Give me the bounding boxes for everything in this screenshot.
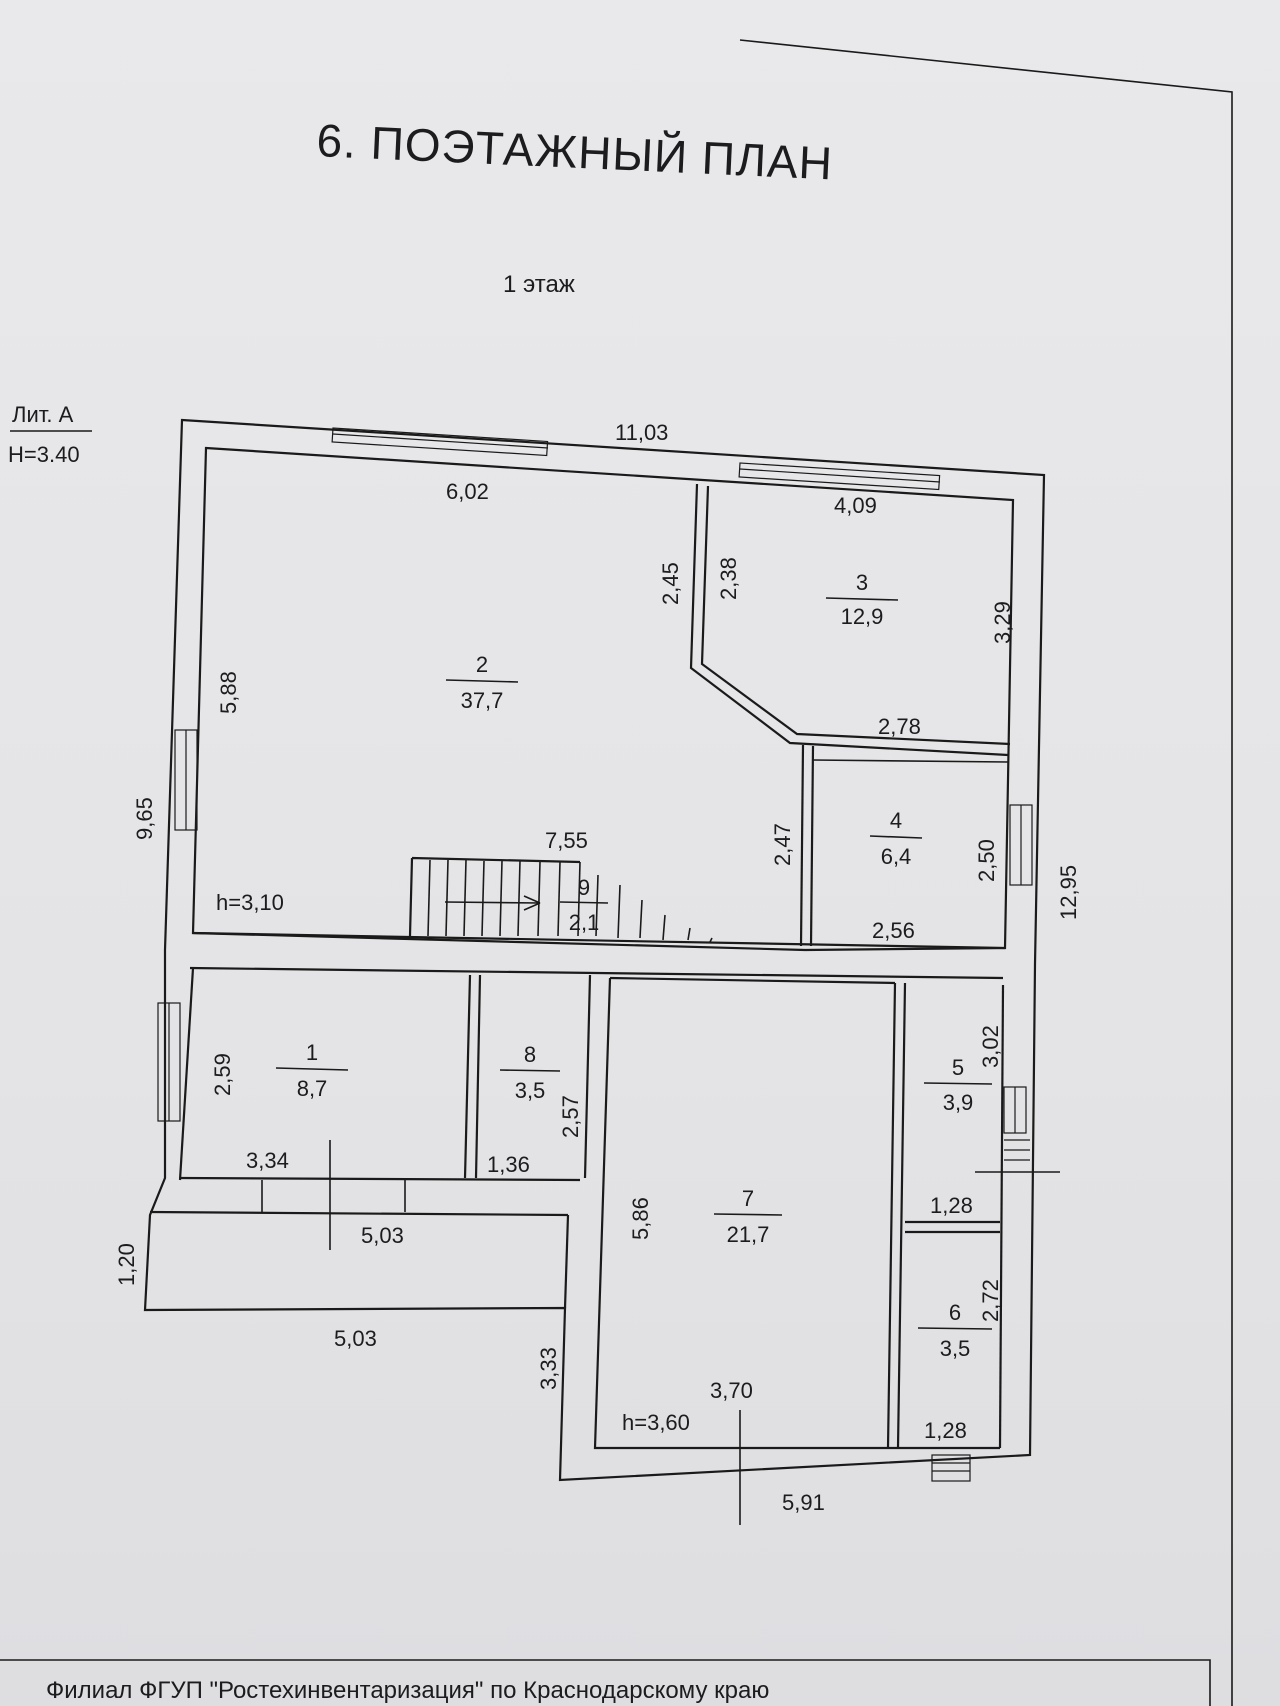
svg-text:37,7: 37,7 [461,688,504,713]
svg-text:4: 4 [890,808,902,833]
dim-room7-bottom: 3,70 [710,1378,753,1403]
svg-text:21,7: 21,7 [727,1222,770,1247]
room-label-8: 8 3,5 [499,1042,561,1103]
svg-text:8,7: 8,7 [297,1076,328,1101]
staircase [408,856,713,943]
room7-wall-right [886,982,897,1449]
dim-room3-right: 3,29 [990,601,1015,644]
window-top-right-pane [739,468,941,483]
room4-wall-left-inner [809,745,815,947]
side-steps [1004,1139,1030,1161]
dim-top-total: 11,03 [615,420,668,445]
dim-porch-left: 1,20 [114,1243,139,1286]
dim-room1-left: 2,59 [210,1053,235,1096]
page-title: 6. ПОЭТАЖНЫЙ ПЛАН [316,114,835,189]
height-extension: h=3,60 [622,1410,690,1435]
dimension-labels: 11,03 6,02 4,09 2,45 2,38 3,29 5,88 2,78… [114,420,1081,1515]
svg-text:6: 6 [949,1300,961,1325]
svg-text:3,5: 3,5 [515,1078,546,1103]
room8-wall-left [474,974,482,1179]
room3-wall [689,483,1009,757]
svg-text:3: 3 [856,570,868,595]
dim-room4-right: 2,50 [974,839,999,882]
svg-text:7: 7 [742,1186,754,1211]
dim-stairs-width: 7,55 [545,828,588,853]
dim-room4-left: 2,47 [770,823,795,866]
svg-text:8: 8 [524,1042,536,1067]
dim-room6-bottom: 1,28 [924,1418,967,1443]
dim-room5-bottom: 1,28 [930,1193,973,1218]
dim-room5-right: 3,02 [978,1025,1003,1068]
corridor-wall-top [192,931,1006,950]
floor-label: 1 этаж [503,271,575,298]
dim-room1-bottom: 3,34 [246,1148,289,1173]
svg-text:5: 5 [952,1055,964,1080]
dim-room4-bottom: 2,56 [872,918,915,943]
room-labels: 2 37,7 3 12,9 4 6,4 9 2,1 1 8,7 8 3,5 [275,570,993,1361]
dim-room3-left: 2,38 [716,557,741,600]
main-inner-outline [191,446,1015,952]
dim-ext-left: 3,33 [536,1347,561,1390]
room-label-4: 4 6,4 [869,808,923,869]
room7-wall-top [609,976,896,985]
lit-height: H=3.40 [8,442,80,467]
corridor-wall-bottom [189,966,1004,980]
room-label-5: 5 3,9 [923,1055,993,1115]
window-top-left-pane [332,433,549,449]
room1-wall-right [463,974,472,1179]
lit-label: Лит. А [12,402,74,427]
dim-room2-top: 6,02 [446,479,489,504]
room4-wall-left [799,744,805,947]
porch-right [563,1214,570,1309]
room7-wall [593,977,1000,1450]
room-label-6: 6 3,5 [917,1300,993,1361]
footer-border [0,1659,1211,1706]
dim-room6-right: 2,72 [978,1279,1003,1322]
page-border [739,39,1233,1706]
dim-room3-top: 4,09 [834,493,877,518]
svg-text:1: 1 [306,1040,318,1065]
footer-org: Филиал ФГУП "Ростехинвентаризация" по Кр… [46,1677,769,1704]
room-label-3: 3 12,9 [825,570,899,629]
dim-ext-bottom: 5,91 [782,1490,825,1515]
dim-room8-bottom: 1,36 [487,1152,530,1177]
room-label-1: 1 8,7 [275,1040,349,1101]
room-label-9: 9 2,1 [559,875,609,935]
svg-text:6,4: 6,4 [881,844,912,869]
room-label-7: 7 21,7 [713,1186,783,1247]
dim-room8-right: 2,57 [558,1095,583,1138]
room5-wall-right [998,984,1005,1449]
room8-wall-right [583,974,592,1179]
dim-right-total: 12,95 [1056,865,1081,920]
room5-6-divider [905,1220,1000,1234]
dim-room3-bottom: 2,78 [878,714,921,739]
svg-text:12,9: 12,9 [841,604,884,629]
svg-text:3,9: 3,9 [943,1090,974,1115]
dim-room7-left: 5,86 [628,1197,653,1240]
dim-room2-right: 2,45 [658,562,683,605]
outer-wall [143,418,1046,1482]
dim-porch-top: 5,03 [361,1223,404,1248]
room4-wall-top [812,759,1009,763]
dim-porch-bottom: 5,03 [334,1326,377,1351]
entrance-steps [931,1454,971,1482]
porch-top [149,1210,569,1217]
room1-wall-bottom [179,1176,581,1182]
room-label-2: 2 37,7 [445,652,519,713]
svg-text:2: 2 [476,652,488,677]
svg-text:9: 9 [578,875,590,900]
svg-text:2,1: 2,1 [569,910,600,935]
room5-wall-left [896,982,907,1449]
dim-room2-left: 5,88 [216,671,241,714]
height-main: h=3,10 [216,890,284,915]
svg-text:3,5: 3,5 [940,1336,971,1361]
dim-left-total: 9,65 [132,797,157,840]
room1-wall-left [178,967,195,1181]
room3-wall-inner [700,485,1011,746]
